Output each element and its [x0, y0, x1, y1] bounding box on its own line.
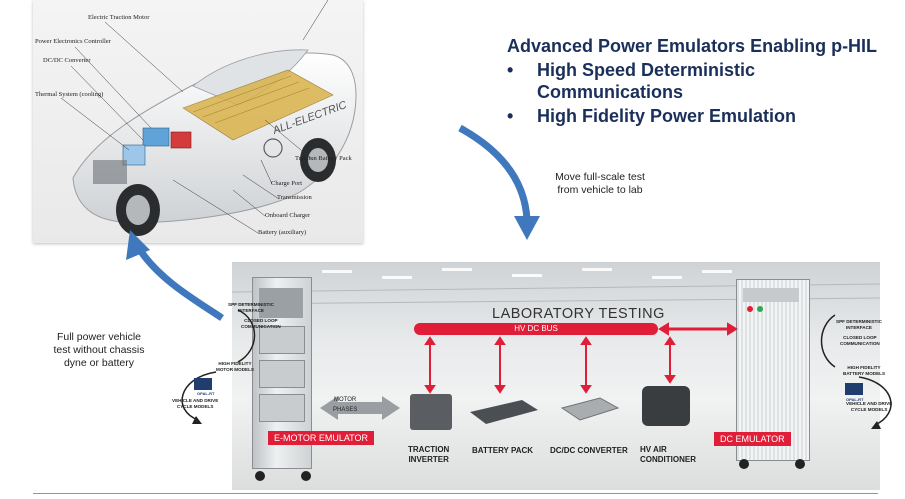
car-label-transmission: Transmission	[277, 194, 312, 201]
car-label-pec: Power Electronics Controller	[35, 38, 111, 45]
bottom-divider	[33, 493, 878, 494]
battery-pack-device	[470, 400, 538, 424]
e-motor-emulator-label: E-MOTOR EMULATOR	[268, 431, 375, 445]
car-label-port: Charge Port	[271, 180, 303, 187]
right-control-loop	[820, 314, 892, 429]
caption-full-power: Full power vehicle test without chassis …	[53, 331, 145, 369]
car-illustration-panel: Electric Traction Motor Power Electronic…	[33, 0, 363, 243]
left-brand-logo: OPAL-RT	[197, 391, 215, 396]
dc-emulator-cabinet	[736, 279, 810, 461]
car-label-thermal: Thermal System (cooling)	[35, 91, 104, 98]
dc-emulator-label: DC EMULATOR	[714, 432, 791, 446]
bullet-dot-icon: •	[507, 60, 514, 80]
motor-phases-arrow	[320, 396, 400, 420]
dcdc-converter-device	[560, 397, 620, 421]
component-label-dcdc: DC/DC CONVERTER	[550, 446, 628, 455]
bullet-dot-icon: •	[507, 106, 514, 126]
car-label-dcdc: DC/DC Converter	[43, 57, 91, 64]
traction-inverter-device	[410, 394, 452, 430]
caption-move-to-lab: Move full-scale test from vehicle to lab	[555, 171, 645, 196]
bus-connectors	[255, 322, 805, 481]
hv-air-conditioner-device	[642, 386, 690, 426]
component-label-battery: BATTERY PACK	[472, 446, 534, 455]
car-illustration	[60, 0, 357, 236]
laboratory-panel: LABORATORY TESTING HV DC BUS E-MOTOR EMU…	[232, 262, 880, 490]
lab-title: LABORATORY TESTING	[492, 306, 665, 322]
arrow-to-lab	[458, 124, 531, 221]
left-control-loop	[181, 309, 256, 424]
car-label-charger: Onboard Charger	[265, 212, 311, 219]
hv-dc-bus: HV DC BUS	[414, 323, 658, 335]
page-title: Advanced Power Emulators Enabling p-HIL	[507, 36, 878, 56]
car-label-aux: Battery (auxiliary)	[258, 229, 307, 236]
right-brand-logo: OPAL-RT	[846, 397, 864, 402]
arrow-to-vehicle-head	[126, 230, 150, 260]
car-label-motor: Electric Traction Motor	[88, 14, 150, 21]
arrow-to-vehicle	[137, 248, 224, 321]
car-label-pack: Traction Battery Pack	[295, 155, 352, 162]
arrow-to-lab-head	[514, 216, 540, 240]
